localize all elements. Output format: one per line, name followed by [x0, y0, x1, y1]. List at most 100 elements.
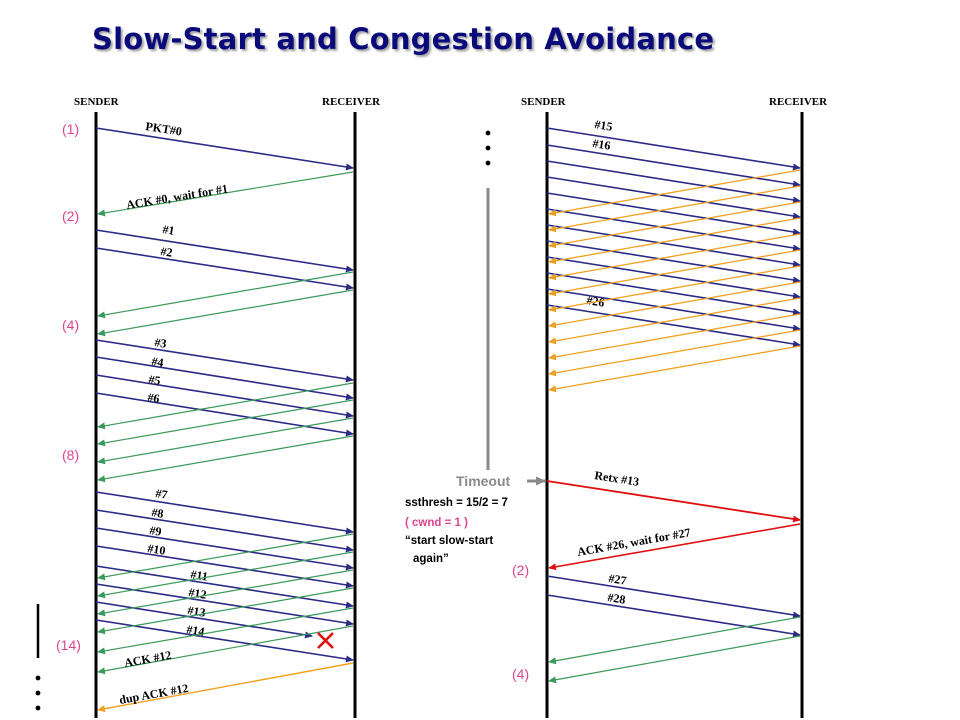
arrow-dup-ack-e	[548, 233, 801, 281]
arrow-pkt-10	[95, 545, 354, 589]
rtt-label-4: (4)	[62, 317, 79, 333]
arrow-ack-8	[97, 551, 354, 599]
arrow-ack-7	[97, 533, 354, 581]
arrow-pkt-12	[95, 583, 354, 627]
right-dup-ack-arrows	[548, 169, 801, 393]
arrow-ack-27	[548, 616, 801, 665]
arrow-pkt-22	[546, 240, 801, 284]
label-pkt-13: #13	[187, 603, 207, 620]
left-ellipsis-dots	[35, 675, 41, 711]
left-sender-label: SENDER	[74, 96, 120, 108]
arrow-pkt-18	[546, 176, 801, 220]
arrow-pkt-5	[95, 374, 354, 419]
arrow-ack-12	[97, 625, 354, 675]
arrow-ack-11	[97, 607, 354, 655]
arrow-pkt-8	[95, 509, 354, 553]
label-pkt-1: #1	[162, 222, 176, 238]
arrow-dup-ack-i	[548, 297, 801, 345]
page-title: Slow-Start and Congestion Avoidance	[92, 22, 715, 56]
arrow-pkt-0	[95, 127, 354, 171]
rtt-label-2: (2)	[62, 208, 79, 224]
lost-packet-x-mark	[317, 632, 334, 649]
arrow-pkt-21	[546, 224, 801, 268]
rtt-label-14: (14)	[56, 637, 81, 653]
arrow-dup-ack-c	[548, 201, 801, 249]
label-pkt-27: #27	[608, 571, 628, 588]
arrow-pkt-17	[546, 160, 801, 204]
arrow-pkt-28	[546, 594, 801, 638]
arrow-pkt-3	[95, 339, 354, 383]
arrow-ack-6	[97, 435, 354, 483]
label-ack-0: ACK #0, wait for #1	[125, 181, 229, 212]
label-pkt-16: #16	[592, 136, 612, 153]
arrow-ack-2	[97, 289, 354, 337]
arrow-dup-ack-g	[548, 265, 801, 313]
arrow-pkt-20	[546, 208, 801, 252]
label-pkt-7: #7	[155, 486, 169, 502]
label-dup-ack-12: dup ACK #12	[118, 681, 189, 707]
arrow-ack-3	[97, 382, 354, 430]
label-pkt-3: #3	[154, 335, 168, 351]
arrow-dup-ack-j	[548, 313, 801, 361]
arrow-pkt-26	[546, 304, 801, 348]
right-sender-label: SENDER	[521, 96, 567, 108]
arrow-pkt-6	[95, 392, 354, 437]
right-receiver-label: RECEIVER	[769, 96, 828, 108]
arrow-pkt-27	[546, 575, 801, 619]
arrow-pkt-23	[546, 256, 801, 300]
rtt-label-8: (8)	[62, 447, 79, 463]
arrow-retx-13	[546, 480, 801, 523]
arrow-pkt-9	[95, 527, 354, 571]
arrow-ack-0	[97, 171, 354, 217]
arrow-pkt-19	[546, 192, 801, 236]
restart-note-line-2: again”	[413, 553, 449, 565]
arrow-pkt-11	[95, 565, 354, 609]
timeout-label: Timeout	[456, 473, 511, 489]
restart-note-line-1: “start slow-start	[405, 535, 493, 547]
arrow-dup-ack-d	[548, 217, 801, 265]
label-pkt-9: #9	[149, 523, 163, 539]
label-pkt-15: #15	[594, 117, 614, 134]
arrow-pkt-15	[546, 127, 801, 171]
arrow-pkt-7	[95, 491, 354, 535]
right-data-packet-arrows	[546, 127, 801, 348]
cwnd-note: ( cwnd = 1 )	[405, 517, 468, 529]
label-pkt-8: #8	[151, 505, 165, 521]
arrow-pkt-24	[546, 272, 801, 316]
arrow-dup-ack-12	[97, 662, 354, 713]
label-pkt-6: #6	[147, 390, 161, 406]
label-pkt-12: #12	[188, 585, 208, 602]
arrow-pkt-2	[95, 247, 354, 291]
label-pkt-10: #10	[147, 541, 167, 558]
rtt-label-1: (1)	[62, 121, 79, 137]
label-pkt-5: #5	[148, 372, 162, 388]
label-pkt-2: #2	[160, 244, 174, 260]
right-rtt-label-2: (2)	[512, 562, 529, 578]
arrow-dup-ack-h	[548, 281, 801, 329]
arrow-ack-9	[97, 569, 354, 617]
label-ack-12: ACK #12	[123, 648, 172, 670]
arrow-dup-ack-a	[548, 169, 801, 217]
arrow-ack-28	[548, 635, 801, 684]
arrow-pkt-16	[546, 144, 801, 188]
arrow-ack-5	[97, 417, 354, 465]
label-pkt-28: #28	[607, 590, 627, 607]
label-pkt-4: #4	[151, 354, 165, 370]
arrow-dup-ack-b	[548, 185, 801, 233]
right-rtt-label-4: (4)	[512, 666, 529, 682]
ssthresh-note: ssthresh = 15/2 = 7	[405, 497, 508, 509]
arrow-ack-4	[97, 399, 354, 447]
label-pkt-0: PKT#0	[145, 119, 183, 138]
arrow-ack-10	[97, 587, 354, 635]
arrow-dup-ack-k	[548, 329, 801, 377]
arrow-dup-ack-l	[548, 345, 801, 393]
label-retx-13: Retx #13	[594, 468, 641, 489]
arrow-dup-ack-f	[548, 249, 801, 297]
arrow-pkt-14	[95, 619, 354, 663]
label-pkt-11: #11	[190, 567, 209, 583]
arrow-ack-26	[548, 523, 801, 571]
arrow-pkt-1	[95, 229, 354, 273]
right-ellipsis-dots	[485, 130, 491, 166]
left-receiver-label: RECEIVER	[322, 96, 381, 108]
